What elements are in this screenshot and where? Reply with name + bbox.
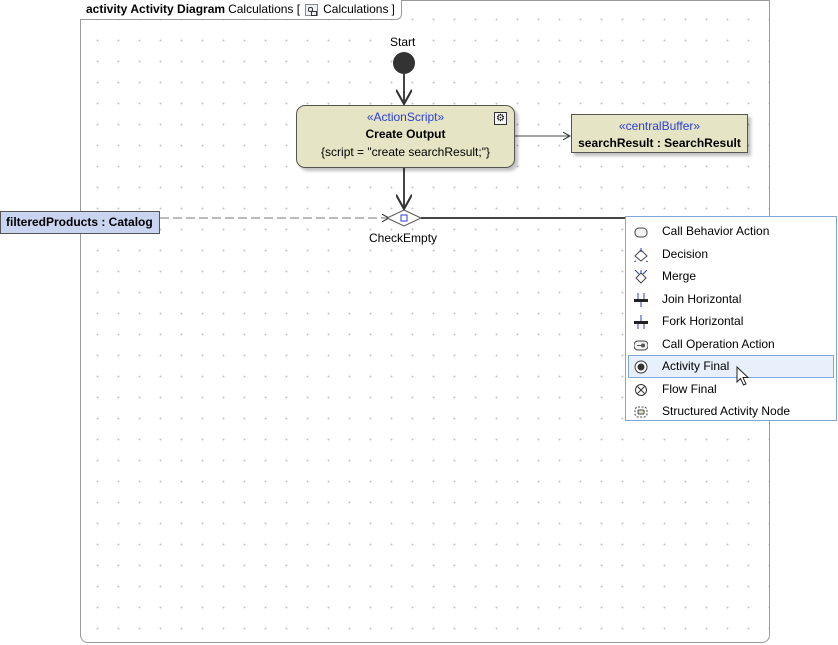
activity-icon [305, 3, 319, 16]
menu-item-label: Merge [662, 269, 697, 284]
activity-final-icon [634, 360, 648, 374]
menu-item-call-operation-action[interactable]: Call Operation Action [628, 333, 834, 356]
gear-icon: ⚙ [494, 112, 507, 125]
menu-item-flow-final[interactable]: Flow Final [628, 378, 834, 401]
action-script: {script = "create searchResult;"} [321, 145, 490, 159]
menu-item-label: Decision [662, 246, 709, 261]
central-buffer-node[interactable]: «centralBuffer» searchResult : SearchRes… [571, 114, 748, 153]
diagram-frame-header: activity Activity Diagram Calculations [… [80, 0, 402, 20]
frame-context-prefix: Calculations [ [228, 2, 301, 16]
menu-item-label: Call Behavior Action [662, 224, 770, 239]
decision-label: CheckEmpty [369, 231, 438, 245]
buffer-stereotype: «centralBuffer» [618, 119, 701, 133]
action-node-create-output[interactable]: «ActionScript» Create Output {script = "… [296, 105, 515, 168]
menu-item-fork-horizontal[interactable]: Fork Horizontal [628, 310, 834, 333]
initial-node[interactable] [393, 52, 415, 74]
frame-title: Activity Diagram [130, 2, 226, 16]
menu-item-label: Flow Final [662, 381, 717, 396]
menu-item-label: Structured Activity Node [662, 404, 791, 419]
mouse-pointer-icon [736, 366, 750, 386]
menu-item-decision[interactable]: Decision [628, 243, 834, 266]
structured-activity-node-icon [634, 406, 648, 418]
flow-final-icon [635, 383, 647, 396]
smart-manipulator-menu[interactable]: Call Behavior Action Decision Merge Join… [625, 216, 837, 421]
menu-item-structured-activity-node[interactable]: Structured Activity Node [628, 400, 834, 423]
call-operation-action-icon [634, 340, 648, 350]
buffer-name: searchResult : SearchResult [578, 136, 741, 150]
menu-item-join-horizontal[interactable]: Join Horizontal [628, 288, 834, 311]
frame-context-link[interactable]: Calculations [323, 2, 389, 16]
merge-icon [634, 270, 648, 284]
frame-keyword: activity [86, 2, 128, 16]
join-horizontal-icon [634, 292, 648, 307]
frame-context-suffix: ] [391, 2, 395, 16]
menu-item-activity-final[interactable]: Activity Final [628, 355, 834, 378]
menu-item-label: Call Operation Action [662, 336, 775, 351]
menu-item-label: Fork Horizontal [662, 314, 744, 329]
menu-item-call-behavior-action[interactable]: Call Behavior Action [628, 220, 834, 243]
initial-node-label: Start [390, 35, 416, 49]
decision-selection-handle[interactable] [400, 214, 408, 222]
call-behavior-action-icon [634, 227, 648, 238]
decision-icon [634, 247, 648, 262]
action-stereotype: «ActionScript» [366, 110, 445, 124]
menu-item-label: Join Horizontal [662, 291, 742, 306]
menu-item-label: Activity Final [662, 359, 730, 374]
fork-horizontal-icon [634, 315, 648, 329]
activity-parameter-node[interactable]: filteredProducts : Catalog [0, 211, 160, 234]
menu-item-merge[interactable]: Merge [628, 265, 834, 288]
action-name: Create Output [365, 127, 446, 141]
